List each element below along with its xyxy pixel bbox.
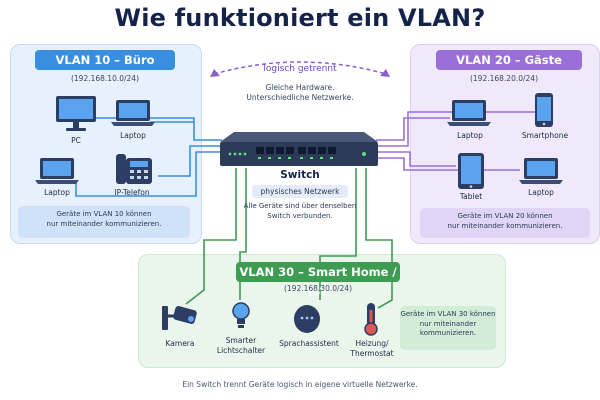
tablet-icon	[458, 153, 484, 189]
vlan20-title: VLAN 20 – Gäste	[436, 50, 582, 70]
thermostat-icon	[364, 303, 378, 336]
pc-icon	[56, 96, 96, 131]
physical-badge: physisches Netzwerk	[252, 185, 348, 198]
voice-assistant-icon	[294, 305, 320, 333]
vlan20-device-tablet-label: Tablet	[459, 192, 483, 201]
vlan30-title: VLAN 30 – Smart Home / IoT	[236, 262, 400, 299]
vlan20-subnet: (192.168.20.0/24)	[469, 74, 539, 83]
smartphone-icon	[535, 93, 553, 127]
logical-desc: Gleiche Hardware. Unterschiedliche Netzw…	[246, 83, 354, 102]
laptop-icon	[519, 158, 563, 184]
vlan20-device-smartphone-label: Smartphone	[521, 131, 569, 140]
vlan10-note: Geräte im VLAN 10 können nur miteinander…	[18, 206, 190, 238]
light-switch-bulb-icon	[232, 302, 250, 328]
vlan20-note: Geräte im VLAN 20 können nur miteinander…	[420, 208, 590, 238]
vlan10-subnet: (192.168.10.0/24)	[70, 74, 140, 83]
switch-icon	[220, 132, 378, 166]
vlan10-device-laptop-label: Laptop	[120, 131, 146, 140]
vlan20-device-laptop2-label: Laptop	[528, 188, 554, 197]
laptop-icon	[447, 100, 491, 126]
vlan20-device-laptop-label: Laptop	[457, 131, 483, 140]
vlan10-device-laptop2-label: Laptop	[44, 188, 70, 197]
vlan30-device-camera-label: Kamera	[165, 339, 195, 348]
vlan30-device-lightswitch-label: Smarter Lichtschalter	[216, 336, 266, 355]
laptop-icon	[111, 100, 155, 126]
switch-label: Switch	[280, 169, 320, 181]
vlan30-note: Geräte im VLAN 30 können nur miteinander…	[400, 306, 496, 350]
vlan10-title: VLAN 10 – Büro	[35, 50, 175, 70]
laptop-icon	[35, 158, 79, 184]
logical-label: logisch getrennt	[263, 64, 337, 74]
vlan30-device-assistant-label: Sprachassistent	[279, 339, 339, 348]
page-title: Wie funktioniert ein VLAN?	[114, 4, 486, 32]
vlan10-device-phone-label: IP-Telefon	[114, 188, 150, 197]
vlan10-device-pc-label: PC	[71, 136, 81, 145]
ip-phone-icon	[116, 154, 152, 184]
switch-desc: Alle Geräte sind über denselben Switch v…	[243, 202, 357, 220]
camera-icon	[162, 306, 197, 330]
footer-caption: Ein Switch trennt Geräte logisch in eige…	[182, 380, 418, 389]
vlan30-subnet: (192.168.30.0/24)	[283, 284, 353, 293]
vlan30-device-thermostat-label: Heizung/ Thermostat	[350, 339, 394, 358]
